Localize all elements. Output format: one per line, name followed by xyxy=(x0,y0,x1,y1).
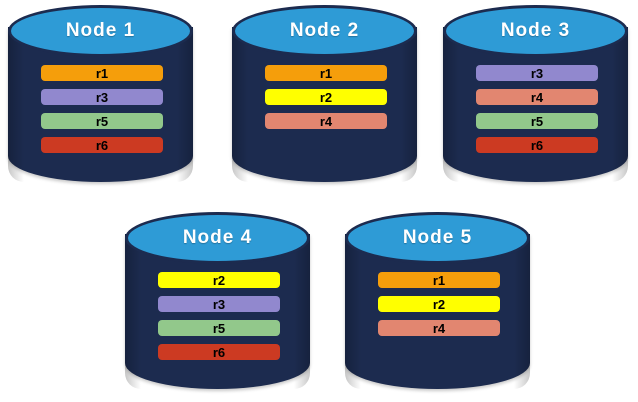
record-list: r2 r3 r5 r6 xyxy=(158,272,280,360)
node-label: Node 3 xyxy=(500,20,571,41)
record-bar-r2[interactable]: r2 xyxy=(378,296,500,312)
cylinder-top-ellipse xyxy=(345,212,530,264)
record-bar-r4[interactable]: r4 xyxy=(265,113,387,129)
node-label: Node 1 xyxy=(65,20,136,41)
cylinder-top-ellipse xyxy=(232,5,417,57)
record-bar-r2[interactable]: r2 xyxy=(265,89,387,105)
record-list: r1 r3 r5 r6 xyxy=(41,65,163,153)
cylinder-top-ellipse xyxy=(125,212,310,264)
record-bar-r1[interactable]: r1 xyxy=(41,65,163,81)
cylinder-top-ellipse xyxy=(8,5,193,57)
record-bar-r4[interactable]: r4 xyxy=(476,89,598,105)
database-cylinder-2[interactable]: Node 2 r1 r2 r4 xyxy=(232,5,417,185)
record-bar-r3[interactable]: r3 xyxy=(476,65,598,81)
record-bar-r3[interactable]: r3 xyxy=(158,296,280,312)
record-bar-r4[interactable]: r4 xyxy=(378,320,500,336)
record-bar-r6[interactable]: r6 xyxy=(41,137,163,153)
record-list: r1 r2 r4 xyxy=(265,65,387,129)
record-bar-r2[interactable]: r2 xyxy=(158,272,280,288)
database-cylinder-3[interactable]: Node 3 r3 r4 r5 r6 xyxy=(443,5,628,185)
record-bar-r6[interactable]: r6 xyxy=(158,344,280,360)
cylinder-top-ellipse xyxy=(443,5,628,57)
record-bar-r5[interactable]: r5 xyxy=(41,113,163,129)
database-cylinder-1[interactable]: Node 1 r1 r3 r5 r6 xyxy=(8,5,193,185)
record-bar-r5[interactable]: r5 xyxy=(158,320,280,336)
record-list: r1 r2 r4 xyxy=(378,272,500,336)
node-label: Node 5 xyxy=(402,227,473,248)
record-bar-r5[interactable]: r5 xyxy=(476,113,598,129)
node-label: Node 4 xyxy=(182,227,253,248)
database-cylinder-4[interactable]: Node 4 r2 r3 r5 r6 xyxy=(125,212,310,392)
database-cylinder-5[interactable]: Node 5 r1 r2 r4 xyxy=(345,212,530,392)
record-bar-r1[interactable]: r1 xyxy=(265,65,387,81)
node-label: Node 2 xyxy=(289,20,360,41)
record-bar-r1[interactable]: r1 xyxy=(378,272,500,288)
record-bar-r3[interactable]: r3 xyxy=(41,89,163,105)
record-list: r3 r4 r5 r6 xyxy=(476,65,598,153)
record-bar-r6[interactable]: r6 xyxy=(476,137,598,153)
